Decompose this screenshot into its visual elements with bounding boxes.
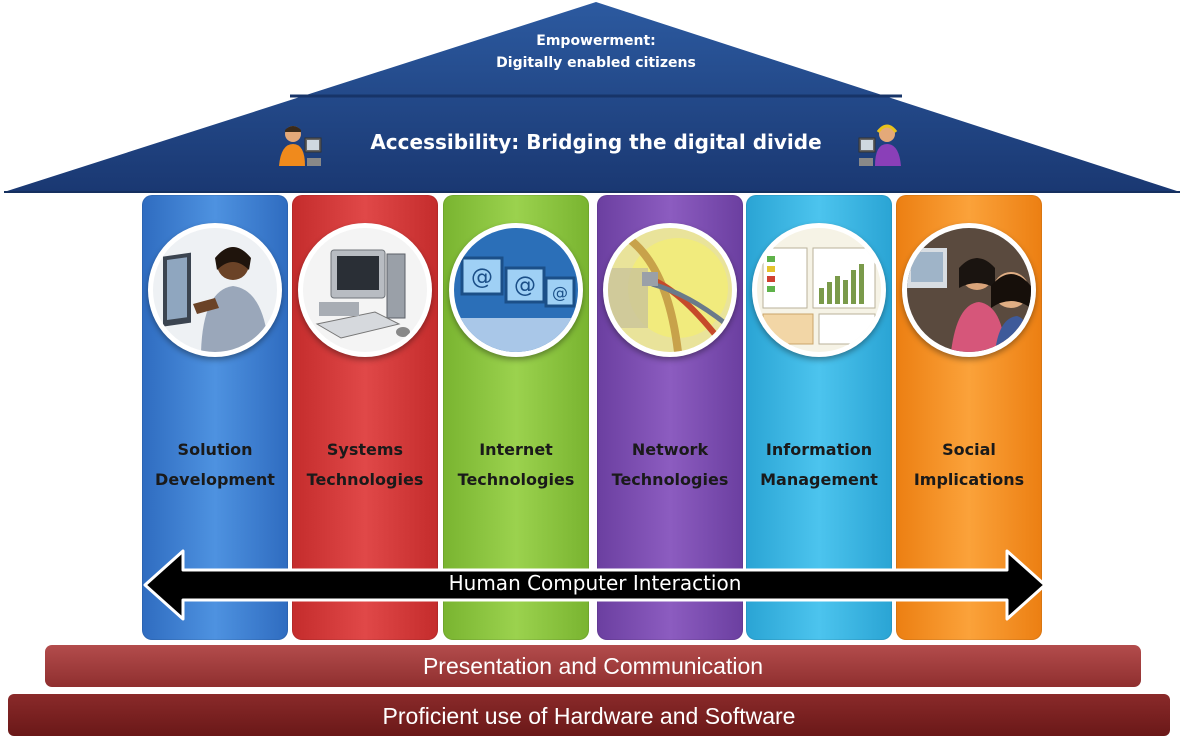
social-implications-photo (902, 223, 1036, 357)
roof-top-line1: Empowerment: (536, 33, 656, 49)
person-with-headset-icon (858, 124, 901, 166)
pillar-label: Systems Technologies (292, 435, 438, 495)
pillar-label-line2: Technologies (611, 470, 729, 489)
pillar-label: Solution Development (142, 435, 288, 495)
pillar-internet-technologies: @ @ @ Internet Technologies (443, 195, 589, 640)
pillar-network-technologies: Network Technologies (597, 195, 743, 640)
internet-technologies-photo: @ @ @ (449, 223, 583, 357)
pillar-label-line1: Information (765, 440, 873, 459)
information-management-photo (752, 223, 886, 357)
systems-technologies-photo (298, 223, 432, 357)
hci-label: Human Computer Interaction (448, 571, 742, 595)
pillar-label-line2: Management (760, 470, 878, 489)
pillar-label-line1: Internet (479, 440, 553, 459)
person-pointing-at-screen-icon (153, 228, 277, 352)
pillar-label: Network Technologies (597, 435, 743, 495)
presentation-communication-bar: Presentation and Communication (45, 645, 1141, 687)
pillar-label: Information Management (746, 435, 892, 495)
double-arrow-icon (143, 549, 1047, 621)
pillar-label-line2: Technologies (457, 470, 575, 489)
pillar-label-line1: Social (942, 440, 996, 459)
solution-development-photo (148, 223, 282, 357)
pillar-label: Social Implications (896, 435, 1042, 495)
at-sign-monitors-icon: @ @ @ (454, 228, 578, 352)
svg-text:@: @ (471, 265, 493, 290)
desktop-computer-icon (303, 228, 427, 352)
pillar-label-line1: Network (631, 440, 709, 459)
pillar-label-line1: Systems (326, 440, 404, 459)
network-technologies-photo (603, 223, 737, 357)
pillar-label-line2: Implications (913, 470, 1025, 489)
pillar-label: Internet Technologies (443, 435, 589, 495)
pillar-systems-technologies: Systems Technologies (292, 195, 438, 640)
hardware-software-bar: Proficient use of Hardware and Software (8, 694, 1170, 736)
pillar-label-line2: Technologies (306, 470, 424, 489)
svg-text:@: @ (552, 283, 568, 302)
pillar-label-line1: Solution (177, 440, 253, 459)
network-cables-icon (608, 228, 732, 352)
roof-middle-text: Accessibility: Bridging the digital divi… (370, 130, 822, 154)
roof-top-text: Empowerment: Digitally enabled citizens (0, 30, 1192, 74)
pillar-label-line2: Development (155, 470, 275, 489)
person-at-computer-icon (279, 126, 322, 166)
roof-top-line2: Digitally enabled citizens (496, 55, 696, 71)
children-at-computer-icon (907, 228, 1031, 352)
svg-text:@: @ (514, 273, 536, 298)
dashboard-charts-icon (757, 228, 881, 352)
pillar-information-management: Information Management (746, 195, 892, 640)
